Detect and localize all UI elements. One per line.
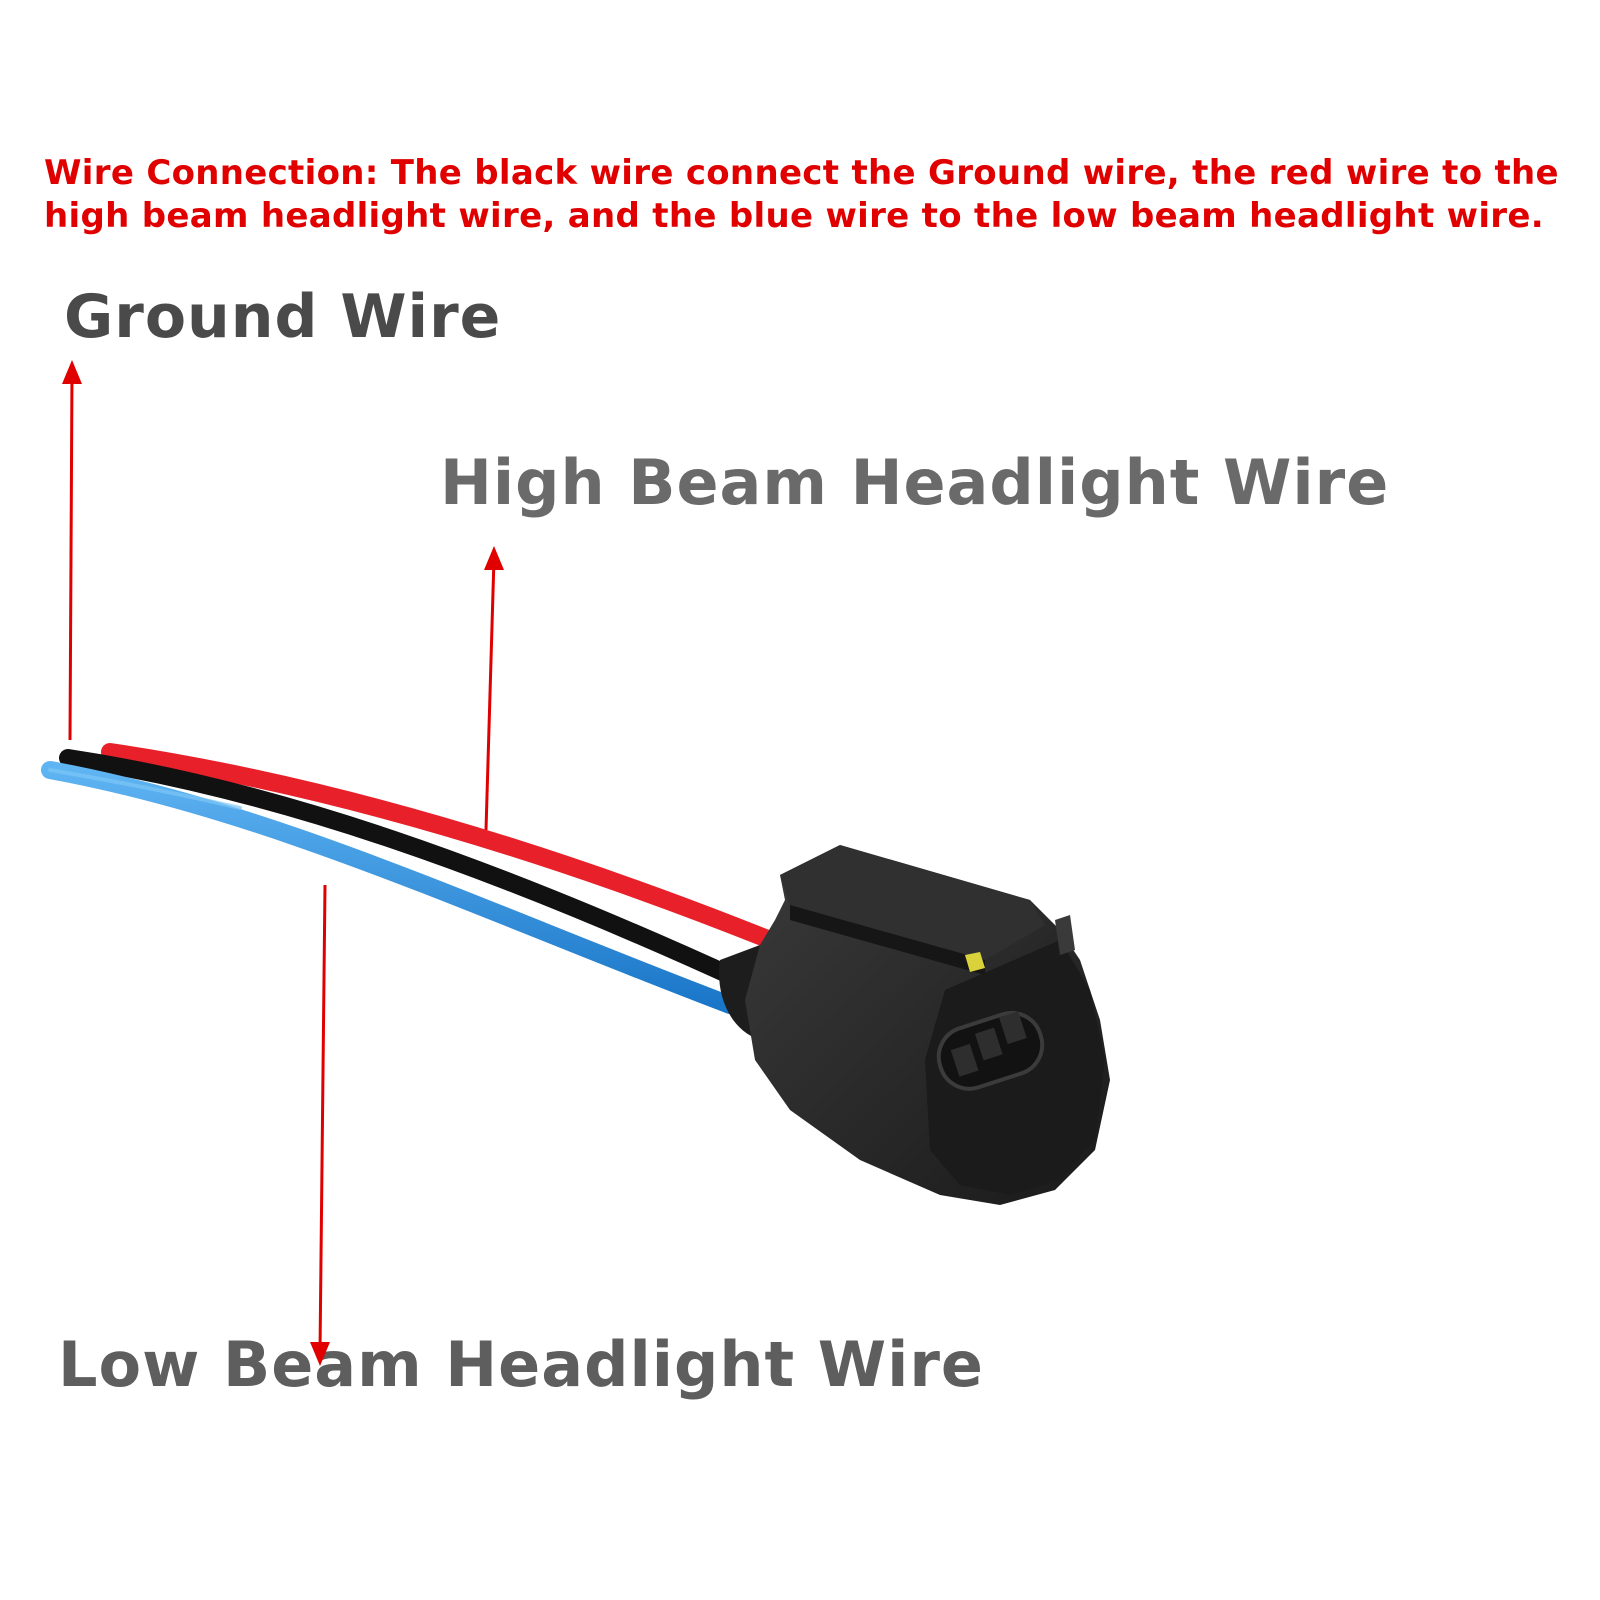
connector-plug-icon <box>719 845 1110 1205</box>
arrow-up-icon <box>484 546 504 570</box>
arrow-down-icon <box>310 1342 330 1366</box>
high-beam-arrow <box>484 546 504 831</box>
low-beam-arrow <box>310 884 330 1366</box>
blue-wire <box>41 761 739 1014</box>
black-wire <box>59 749 749 989</box>
ground-arrow <box>62 360 82 741</box>
ground-wire-label: Ground Wire <box>64 282 502 352</box>
high-beam-wire-label: High Beam Headlight Wire <box>440 446 1390 519</box>
red-wire <box>101 743 779 949</box>
wire-bundle <box>41 743 779 1014</box>
low-beam-wire-label: Low Beam Headlight Wire <box>58 1328 984 1401</box>
wire-connection-instruction: Wire Connection: The black wire connect … <box>44 153 1559 236</box>
arrow-up-icon <box>62 360 82 384</box>
